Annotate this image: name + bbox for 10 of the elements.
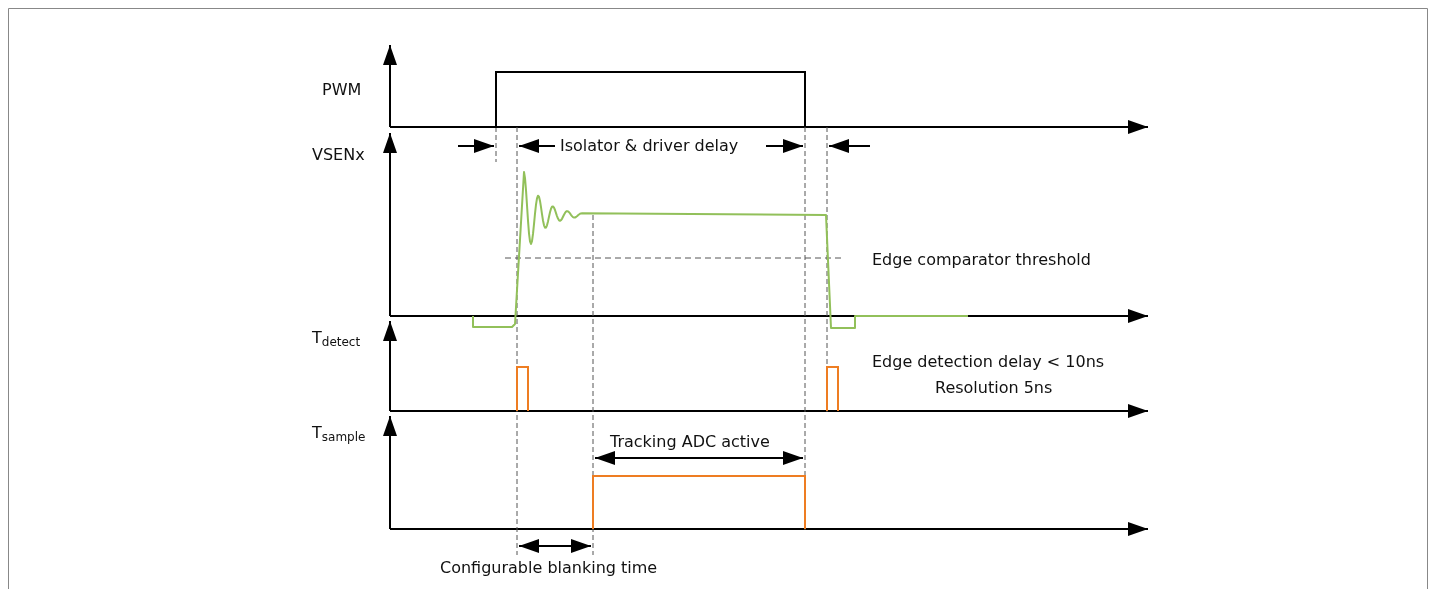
annotation-text: Edge comparator threshold <box>872 250 1091 270</box>
annotation-text: Tracking ADC active <box>610 432 770 452</box>
annotation-text: Isolator & driver delay <box>560 136 739 156</box>
signal-name: PWM <box>322 80 362 100</box>
annotation-text: Edge detection delay < 10ns <box>872 352 1105 372</box>
annotation-text: Resolution 5ns <box>935 378 1053 398</box>
signal-name: T$_{detect}$ <box>312 328 361 351</box>
annotation-text: Configurable blanking time <box>440 558 658 578</box>
signal-name: VSENx <box>312 145 365 165</box>
signal-name: T$_{sample}$ <box>312 423 366 446</box>
